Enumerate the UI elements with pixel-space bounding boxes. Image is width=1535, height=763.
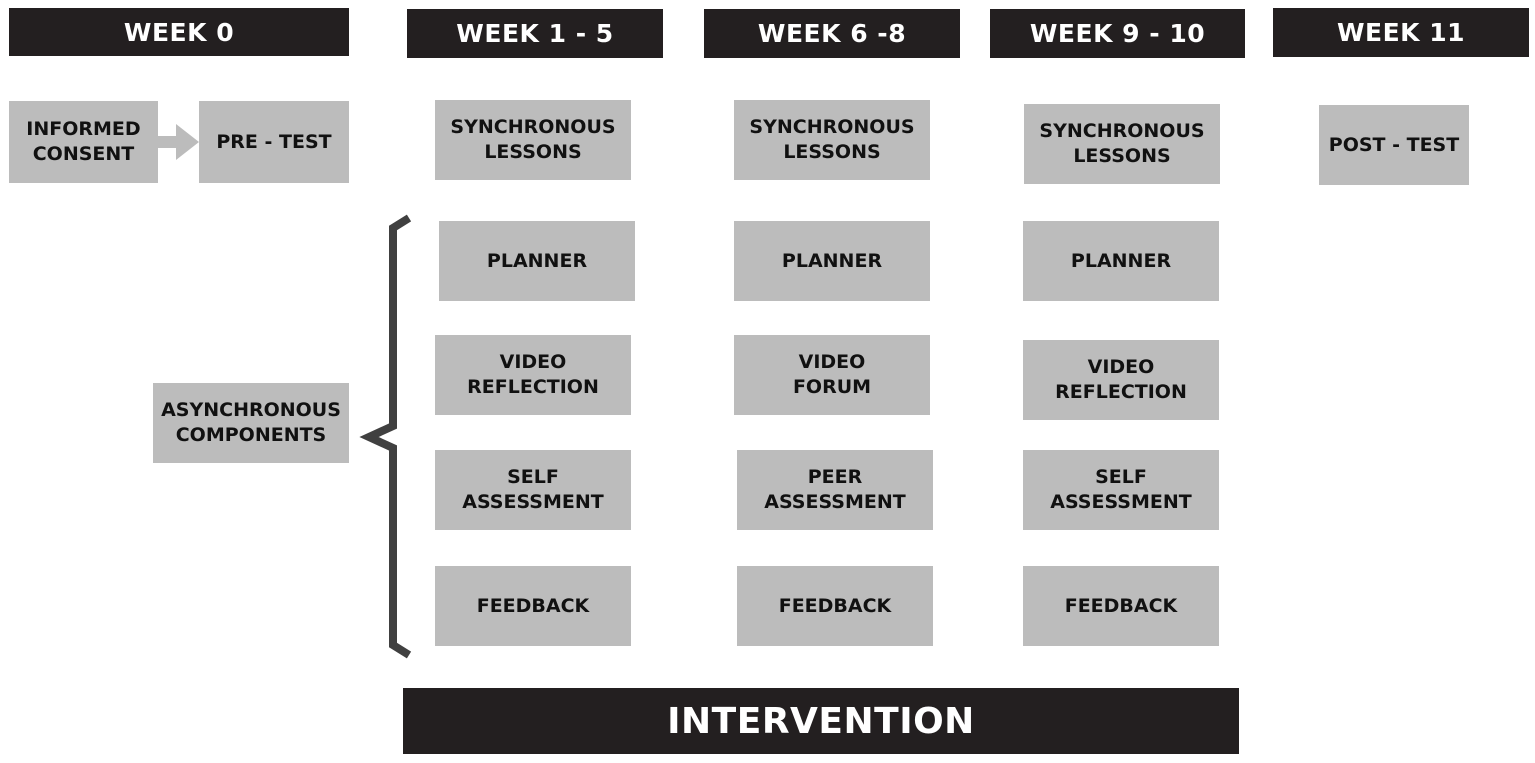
intervention-bar: INTERVENTION [403,688,1239,754]
week9-10-synchronous-lessons: SYNCHRONOUS LESSONS [1024,104,1220,184]
header-week-9-10: WEEK 9 - 10 [990,9,1245,58]
week6-8-peer-assessment: PEER ASSESSMENT [737,450,933,530]
header-week-1-5: WEEK 1 - 5 [407,9,663,58]
week6-8-video-forum: VIDEO FORUM [734,335,930,415]
week1-5-planner: PLANNER [439,221,635,301]
week1-5-feedback: FEEDBACK [435,566,631,646]
header-week-11: WEEK 11 [1273,8,1529,57]
curly-brace-icon [359,214,412,659]
week1-5-video-reflection: VIDEO REFLECTION [435,335,631,415]
week1-5-synchronous-lessons: SYNCHRONOUS LESSONS [435,100,631,180]
week9-10-feedback: FEEDBACK [1023,566,1219,646]
week6-8-synchronous-lessons: SYNCHRONOUS LESSONS [734,100,930,180]
week9-10-planner: PLANNER [1023,221,1219,301]
week9-10-video-reflection: VIDEO REFLECTION [1023,340,1219,420]
informed-consent-box: INFORMED CONSENT [9,101,158,183]
header-week-6-8: WEEK 6 -8 [704,9,960,58]
header-week-0: WEEK 0 [9,8,349,56]
week9-10-self-assessment: SELF ASSESSMENT [1023,450,1219,530]
asynchronous-components-box: ASYNCHRONOUS COMPONENTS [153,383,349,463]
week6-8-feedback: FEEDBACK [737,566,933,646]
pre-test-box: PRE - TEST [199,101,349,183]
arrow-right-icon [158,124,199,160]
post-test-box: POST - TEST [1319,105,1469,185]
week1-5-self-assessment: SELF ASSESSMENT [435,450,631,530]
week6-8-planner: PLANNER [734,221,930,301]
